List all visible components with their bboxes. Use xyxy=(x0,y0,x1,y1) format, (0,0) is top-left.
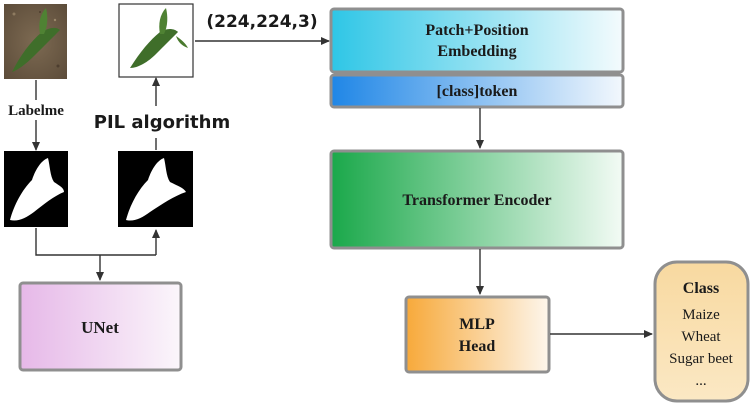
unet-connectors xyxy=(35,228,160,281)
mlp-head-box: MLP Head xyxy=(404,295,551,374)
patch-position-embedding-box: Patch+Position Embedding xyxy=(329,7,625,74)
seedling-photo xyxy=(4,4,67,79)
segmented-leaf-image xyxy=(118,3,194,78)
class-token-label: [class]token xyxy=(437,83,518,100)
class-item-wheat: Wheat xyxy=(681,329,721,345)
class-title: Class xyxy=(683,280,719,297)
labelme-mask-image xyxy=(4,151,68,227)
pil-algorithm-label: PIL algorithm xyxy=(94,112,230,133)
class-item-sugar-beet: Sugar beet xyxy=(669,351,734,367)
class-output-box: Class Maize Wheat Sugar beet ... xyxy=(653,260,750,403)
transformer-encoder-label: Transformer Encoder xyxy=(402,192,551,209)
pil-mask-image xyxy=(118,151,193,227)
class-item-maize: Maize xyxy=(682,307,720,323)
class-item-ellipsis: ... xyxy=(695,373,706,389)
input-shape-label: (224,224,3) xyxy=(206,12,317,32)
mlp-head-line1: MLP xyxy=(459,316,495,333)
patch-embedding-line1: Patch+Position xyxy=(425,22,528,39)
transformer-encoder-box: Transformer Encoder xyxy=(329,149,625,250)
unet-box: UNet xyxy=(18,281,183,372)
labelme-label: Labelme xyxy=(8,103,64,119)
patch-embedding-line2: Embedding xyxy=(437,43,516,60)
mlp-head-line2: Head xyxy=(459,338,496,355)
class-token-box: [class]token xyxy=(329,73,625,109)
unet-label: UNet xyxy=(81,318,119,337)
